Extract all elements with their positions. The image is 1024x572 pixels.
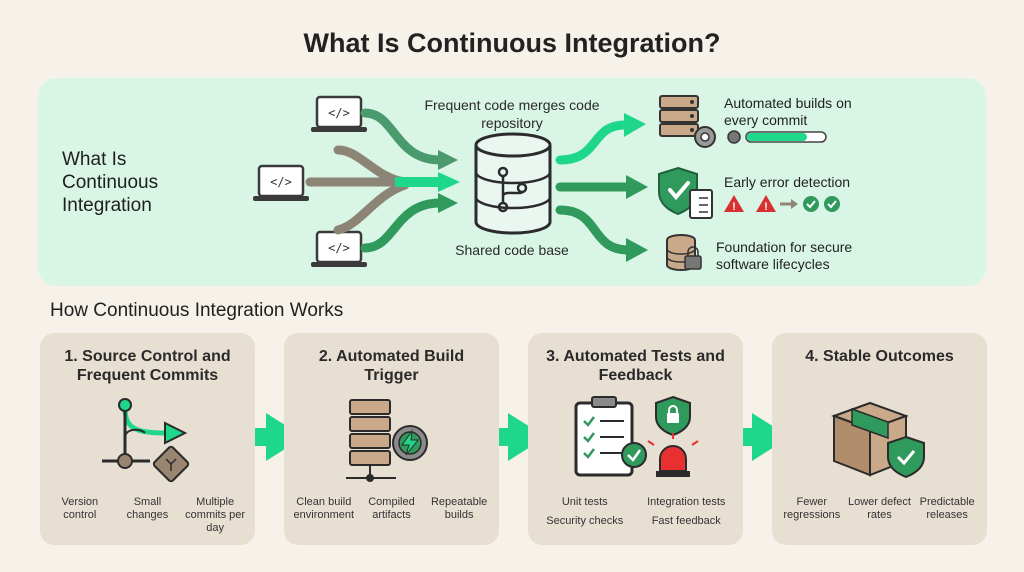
output-arrows — [555, 120, 633, 255]
step-label: Predictable releases — [919, 496, 975, 521]
svg-text:!: ! — [732, 201, 736, 213]
laptop-code-icon: </> — [311, 230, 367, 267]
svg-text:</>: </> — [270, 175, 292, 189]
step-title: 4. Stable Outcomes — [805, 348, 954, 365]
step-title: 1. Source Control and Frequent Commits — [64, 348, 231, 384]
svg-text:</>: </> — [328, 241, 350, 255]
database-lock-icon — [666, 234, 702, 271]
build-progress-bar — [727, 130, 827, 144]
step-label: Small changes — [126, 496, 169, 521]
repository-caption: Frequent code merges code repository — [424, 97, 600, 131]
step-label: Repeatable builds — [430, 496, 488, 521]
top-panel-label: What Is Continuous Integration — [62, 149, 159, 216]
repository-branch-icon — [474, 132, 552, 235]
laptop-code-icon: </> — [311, 95, 367, 132]
step-card-4: 4. Stable Outcomes Fewer regressions Low… — [772, 333, 987, 545]
checklist-icon — [574, 395, 699, 477]
server-gear-icon — [346, 399, 428, 482]
laptop-code-icon: </> — [253, 164, 309, 201]
outcome-automated-builds: Automated builds on every commit — [724, 95, 852, 128]
step-label: Multiple commits per day — [185, 496, 246, 534]
step-label: Version control — [61, 496, 99, 521]
section-title: How Continuous Integration Works — [50, 300, 344, 321]
step-label: Security checks — [546, 515, 624, 527]
step-card-2: 2. Automated Build Trigger Clean build e… — [284, 333, 499, 545]
step-label: Unit tests — [561, 496, 608, 508]
step-labels: Fewer regressions Lower defect rates Pre… — [772, 496, 987, 522]
shield-check-icon — [658, 166, 713, 219]
step-card-3: 3. Automated Tests and Feedback Unit tes… — [528, 333, 743, 545]
step-label: Fast feedback — [651, 515, 721, 527]
outcome-secure-foundation: Foundation for secure software lifecycle… — [716, 239, 853, 272]
step-card-1: 1. Source Control and Frequent Commits V… — [40, 333, 255, 545]
step-title: 2. Automated Build Trigger — [318, 348, 465, 384]
git-branch-icon — [102, 398, 190, 483]
outcome-early-error-detection: Early error detection — [724, 174, 851, 190]
step-labels: Version control Small changes Multiple c… — [40, 496, 255, 535]
step-label: Fewer regressions — [783, 496, 841, 521]
svg-text:</>: </> — [328, 106, 350, 120]
step-labels: Clean build environment Compiled artifac… — [284, 496, 499, 522]
step-label: Integration tests — [647, 496, 726, 508]
step-label: Lower defect rates — [847, 496, 911, 521]
shared-codebase-caption: Shared code base — [455, 242, 569, 258]
page-title: What Is Continuous Integration? — [303, 28, 721, 58]
error-to-success-row: ! ! — [724, 195, 840, 213]
step-label: Compiled artifacts — [368, 496, 415, 521]
package-shield-icon — [831, 401, 925, 479]
step-label: Clean build environment — [293, 496, 355, 521]
svg-text:!: ! — [764, 201, 768, 213]
step-title: 3. Automated Tests and Feedback — [546, 348, 725, 384]
step-labels: Unit tests Integration tests Security ch… — [528, 496, 743, 528]
server-gear-icon — [659, 95, 716, 148]
